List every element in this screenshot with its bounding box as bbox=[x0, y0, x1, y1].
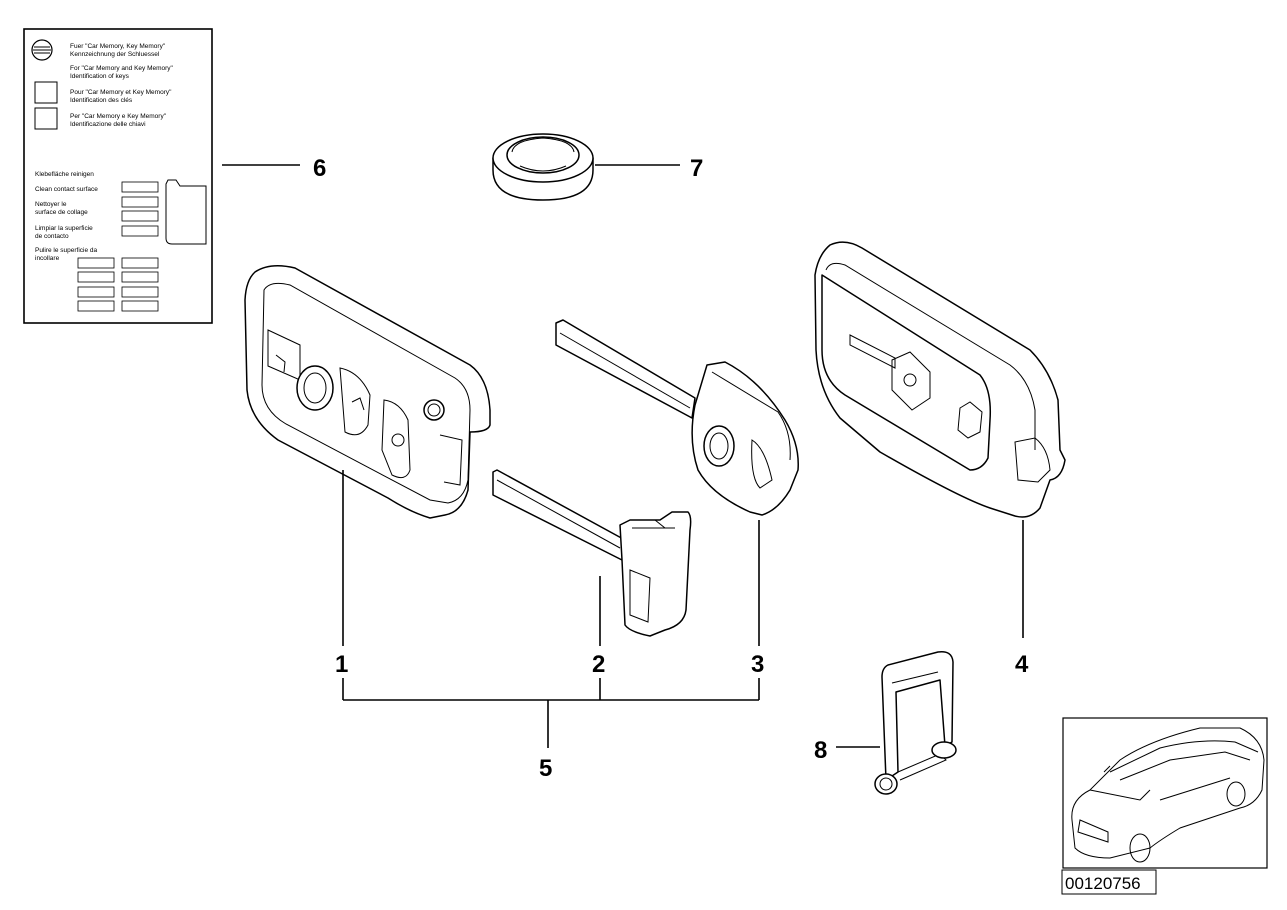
callout-5: 5 bbox=[539, 755, 552, 782]
card-de-sub: Kennzeichnung der Schluessel bbox=[70, 51, 160, 58]
callout-8: 8 bbox=[814, 737, 827, 764]
card-checkbox-2 bbox=[34, 107, 58, 130]
card-clean-de: Klebefläche reinigen bbox=[35, 171, 94, 178]
callout-6: 6 bbox=[313, 155, 326, 182]
card-it-sub: Identificazione delle chiavi bbox=[70, 121, 146, 128]
callout-3: 3 bbox=[751, 651, 764, 678]
label-card: Fuer "Car Memory, Key Memory" Kennzeichn… bbox=[23, 28, 213, 324]
card-en-title: For "Car Memory and Key Memory" bbox=[70, 65, 174, 72]
callout-1: 1 bbox=[335, 651, 348, 678]
battery-part bbox=[492, 133, 594, 201]
key-outline-icon bbox=[165, 179, 207, 245]
bmw-logo-icon bbox=[31, 39, 53, 61]
reference-id: 00120756 bbox=[1065, 874, 1141, 893]
bracket-5 bbox=[342, 678, 760, 748]
reference-id-box bbox=[1061, 869, 1157, 895]
card-clean-fr1: Nettoyer le bbox=[35, 201, 67, 208]
mechanical-key-part bbox=[555, 319, 799, 516]
card-clean-it2: incollare bbox=[35, 255, 60, 262]
card-it-title: Per "Car Memory e Key Memory" bbox=[70, 113, 167, 120]
card-clean-fr2: surface de collage bbox=[35, 209, 88, 216]
key-fob-part bbox=[244, 265, 491, 519]
fob-housing-part bbox=[814, 241, 1066, 518]
card-clean-it1: Pulire le superficie da bbox=[35, 247, 98, 254]
card-fr-sub: Identification des clés bbox=[70, 97, 133, 104]
key-ring-part bbox=[874, 650, 957, 795]
emergency-key-part bbox=[492, 469, 692, 637]
card-de-title: Fuer "Car Memory, Key Memory" bbox=[70, 43, 166, 50]
callout-7: 7 bbox=[690, 155, 703, 182]
card-blank-boxes bbox=[77, 257, 159, 312]
card-clean-es1: Limpiar la superficie bbox=[35, 225, 93, 232]
card-fr-title: Pour "Car Memory et Key Memory" bbox=[70, 89, 172, 96]
card-checkbox-1 bbox=[34, 81, 58, 104]
callout-4: 4 bbox=[1015, 651, 1029, 678]
callout-2: 2 bbox=[592, 651, 605, 678]
card-en-sub: Identification of keys bbox=[70, 73, 130, 80]
card-clean-en: Clean contact surface bbox=[35, 186, 98, 193]
card-clean-es2: de contacto bbox=[35, 233, 69, 240]
car-thumbnail bbox=[1062, 717, 1268, 869]
